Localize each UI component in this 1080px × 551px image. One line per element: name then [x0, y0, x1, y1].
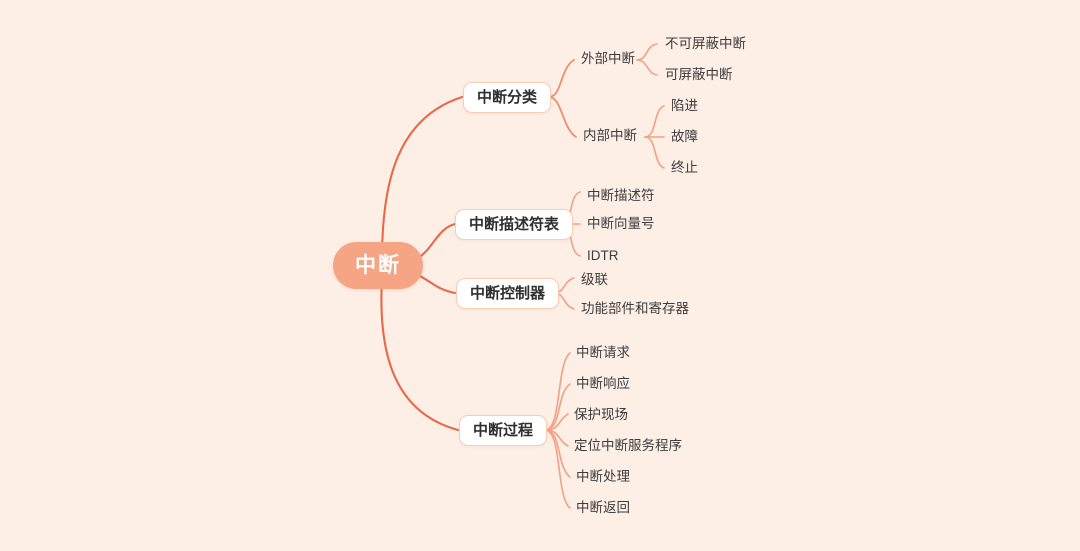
link-root-to-process — [380, 276, 460, 432]
leaf-cascade[interactable]: 级联 — [581, 272, 608, 287]
link-process-to-locate-isr — [544, 429, 569, 447]
link-classification-to-internal — [548, 96, 577, 138]
link-internal-to-trap — [644, 105, 665, 138]
leaf-functional-components-registers[interactable]: 功能部件和寄存器 — [581, 301, 689, 316]
leaf-interrupt-return[interactable]: 中断返回 — [576, 500, 630, 515]
leaf-interrupt-vector-number[interactable]: 中断向量号 — [587, 216, 655, 231]
leaf-external-interrupt[interactable]: 外部中断 — [581, 51, 635, 66]
branch-node-classification[interactable]: 中断分类 — [463, 82, 552, 113]
leaf-idtr[interactable]: IDTR — [587, 248, 619, 263]
link-process-to-request — [544, 352, 571, 431]
branch-node-idt[interactable]: 中断描述符表 — [455, 209, 574, 240]
leaf-fault[interactable]: 故障 — [671, 129, 698, 144]
leaf-interrupt-handling[interactable]: 中断处理 — [576, 469, 630, 484]
link-root-to-controller — [416, 273, 457, 295]
link-internal-to-abort — [644, 136, 665, 169]
leaf-maskable-interrupt[interactable]: 可屏蔽中断 — [665, 67, 733, 82]
leaf-save-context[interactable]: 保护现场 — [574, 407, 628, 422]
link-process-to-handling — [544, 429, 571, 478]
link-root-to-classification — [380, 95, 464, 262]
link-process-to-return — [544, 429, 571, 509]
link-classification-to-external — [548, 59, 575, 98]
leaf-interrupt-response[interactable]: 中断响应 — [576, 376, 630, 391]
leaf-interrupt-request[interactable]: 中断请求 — [576, 345, 630, 360]
leaf-non-maskable-interrupt[interactable]: 不可屏蔽中断 — [665, 36, 746, 51]
link-external-to-maskable — [636, 59, 658, 76]
leaf-interrupt-descriptor[interactable]: 中断描述符 — [587, 188, 655, 203]
branch-node-controller[interactable]: 中断控制器 — [456, 278, 560, 309]
leaf-trap[interactable]: 陷进 — [671, 98, 698, 113]
leaf-locate-isr[interactable]: 定位中断服务程序 — [574, 438, 682, 453]
link-process-to-save-context — [544, 413, 569, 431]
root-node[interactable]: 中断 — [333, 242, 423, 289]
link-process-to-response — [544, 383, 571, 431]
leaf-abort[interactable]: 终止 — [671, 160, 698, 175]
leaf-internal-interrupt[interactable]: 内部中断 — [583, 128, 637, 143]
branch-node-process[interactable]: 中断过程 — [459, 415, 548, 446]
link-root-to-idt — [416, 222, 457, 260]
link-external-to-nmi — [636, 43, 658, 61]
